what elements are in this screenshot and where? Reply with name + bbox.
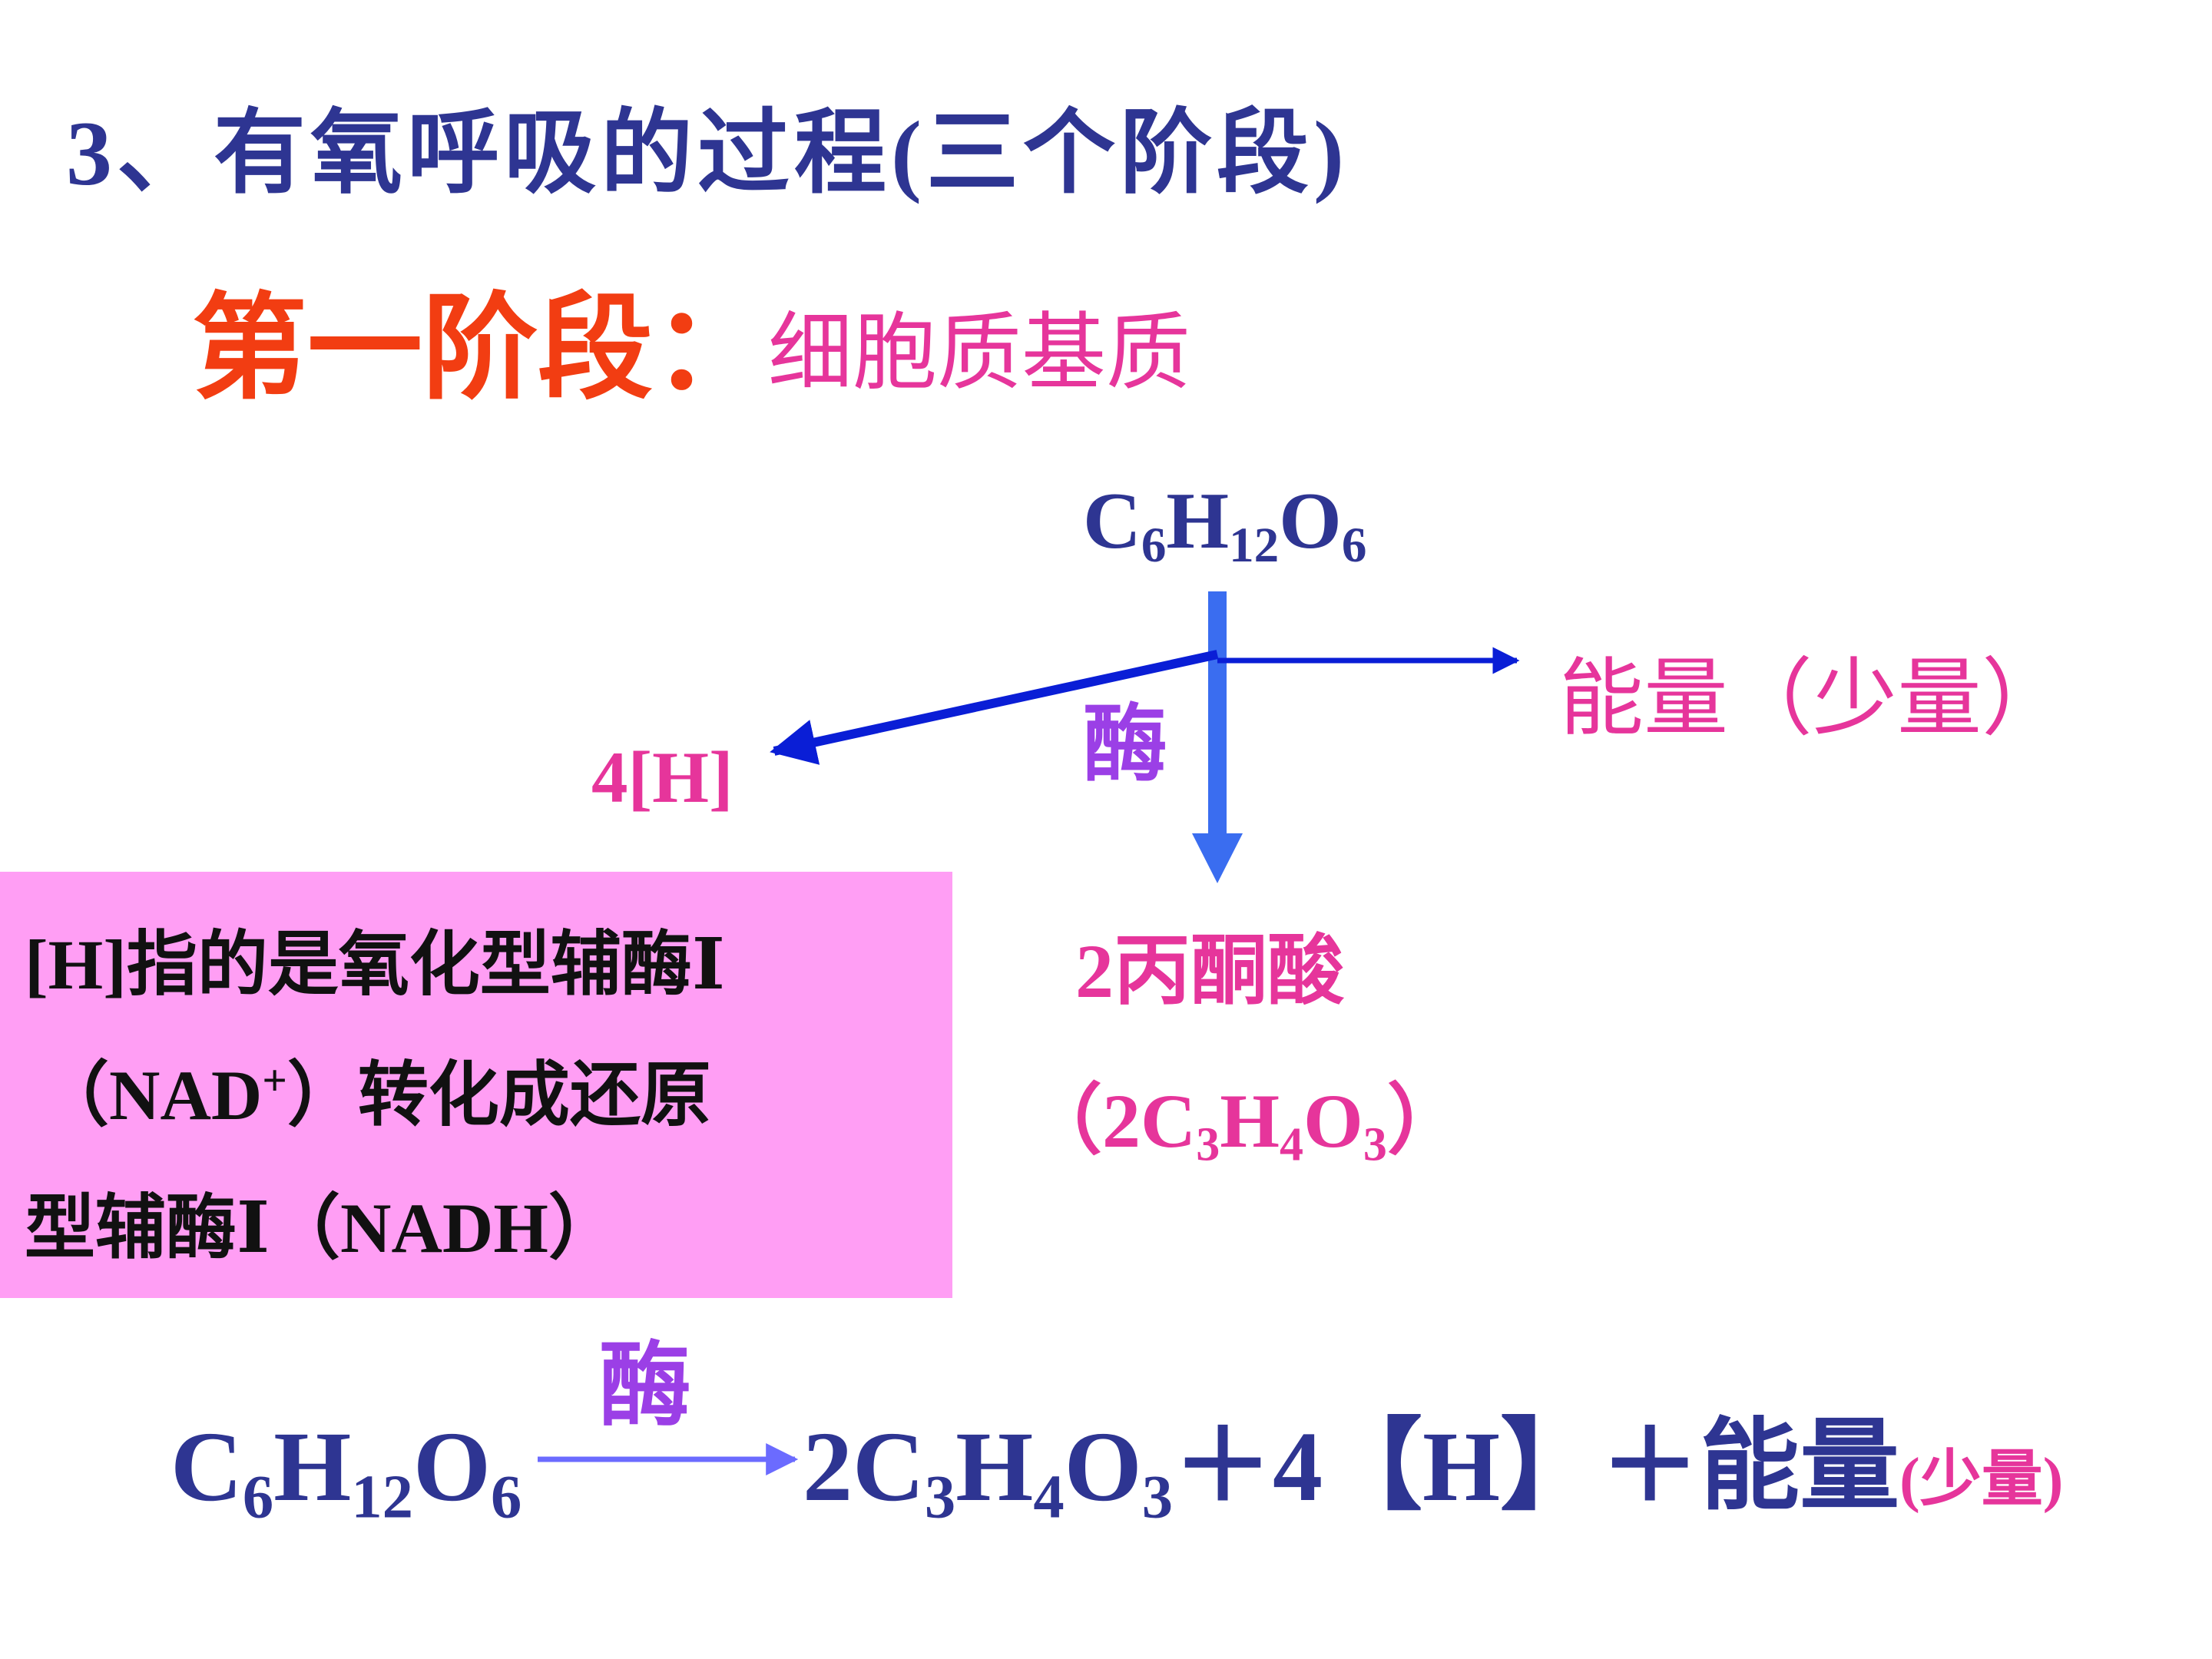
stage-label: 第一阶段： xyxy=(192,286,769,413)
equation-products: 2C3H4O3＋4【H】＋能量(少量) xyxy=(803,1412,2064,1532)
equation-enzyme-label: 酶 xyxy=(599,1335,691,1437)
main-down-arrow xyxy=(1192,591,1243,883)
pyruvate-label: 2丙酮酸 xyxy=(1075,929,1344,1014)
equation-reactant: C6H12O6 xyxy=(171,1412,522,1532)
pyruvate-formula: （2C3H4O3） xyxy=(1025,1078,1464,1171)
h-product-label: 4[H] xyxy=(591,737,733,818)
stage-location: 细胞质基质 xyxy=(768,306,1190,400)
nad-info-box: [H]指的是氧化型辅酶Ⅰ （NAD+）转化成还原 型辅酶Ⅰ（NADH） xyxy=(0,872,952,1298)
slide-title: 3、有氧呼吸的过程(三个阶段) xyxy=(66,102,1349,204)
equation-energy-note: (少量) xyxy=(1899,1446,2064,1514)
info-line: [H]指的是氧化型辅酶Ⅰ xyxy=(25,926,725,1004)
info-line: 型辅酶Ⅰ（NADH） xyxy=(25,1189,619,1267)
enzyme-label: 酶 xyxy=(1083,698,1167,792)
glucose-formula: C6H12O6 xyxy=(1083,475,1367,574)
energy-product-label: 能量（少量） xyxy=(1559,652,2066,746)
info-line: （NAD+）转化成还原 xyxy=(38,1056,711,1134)
